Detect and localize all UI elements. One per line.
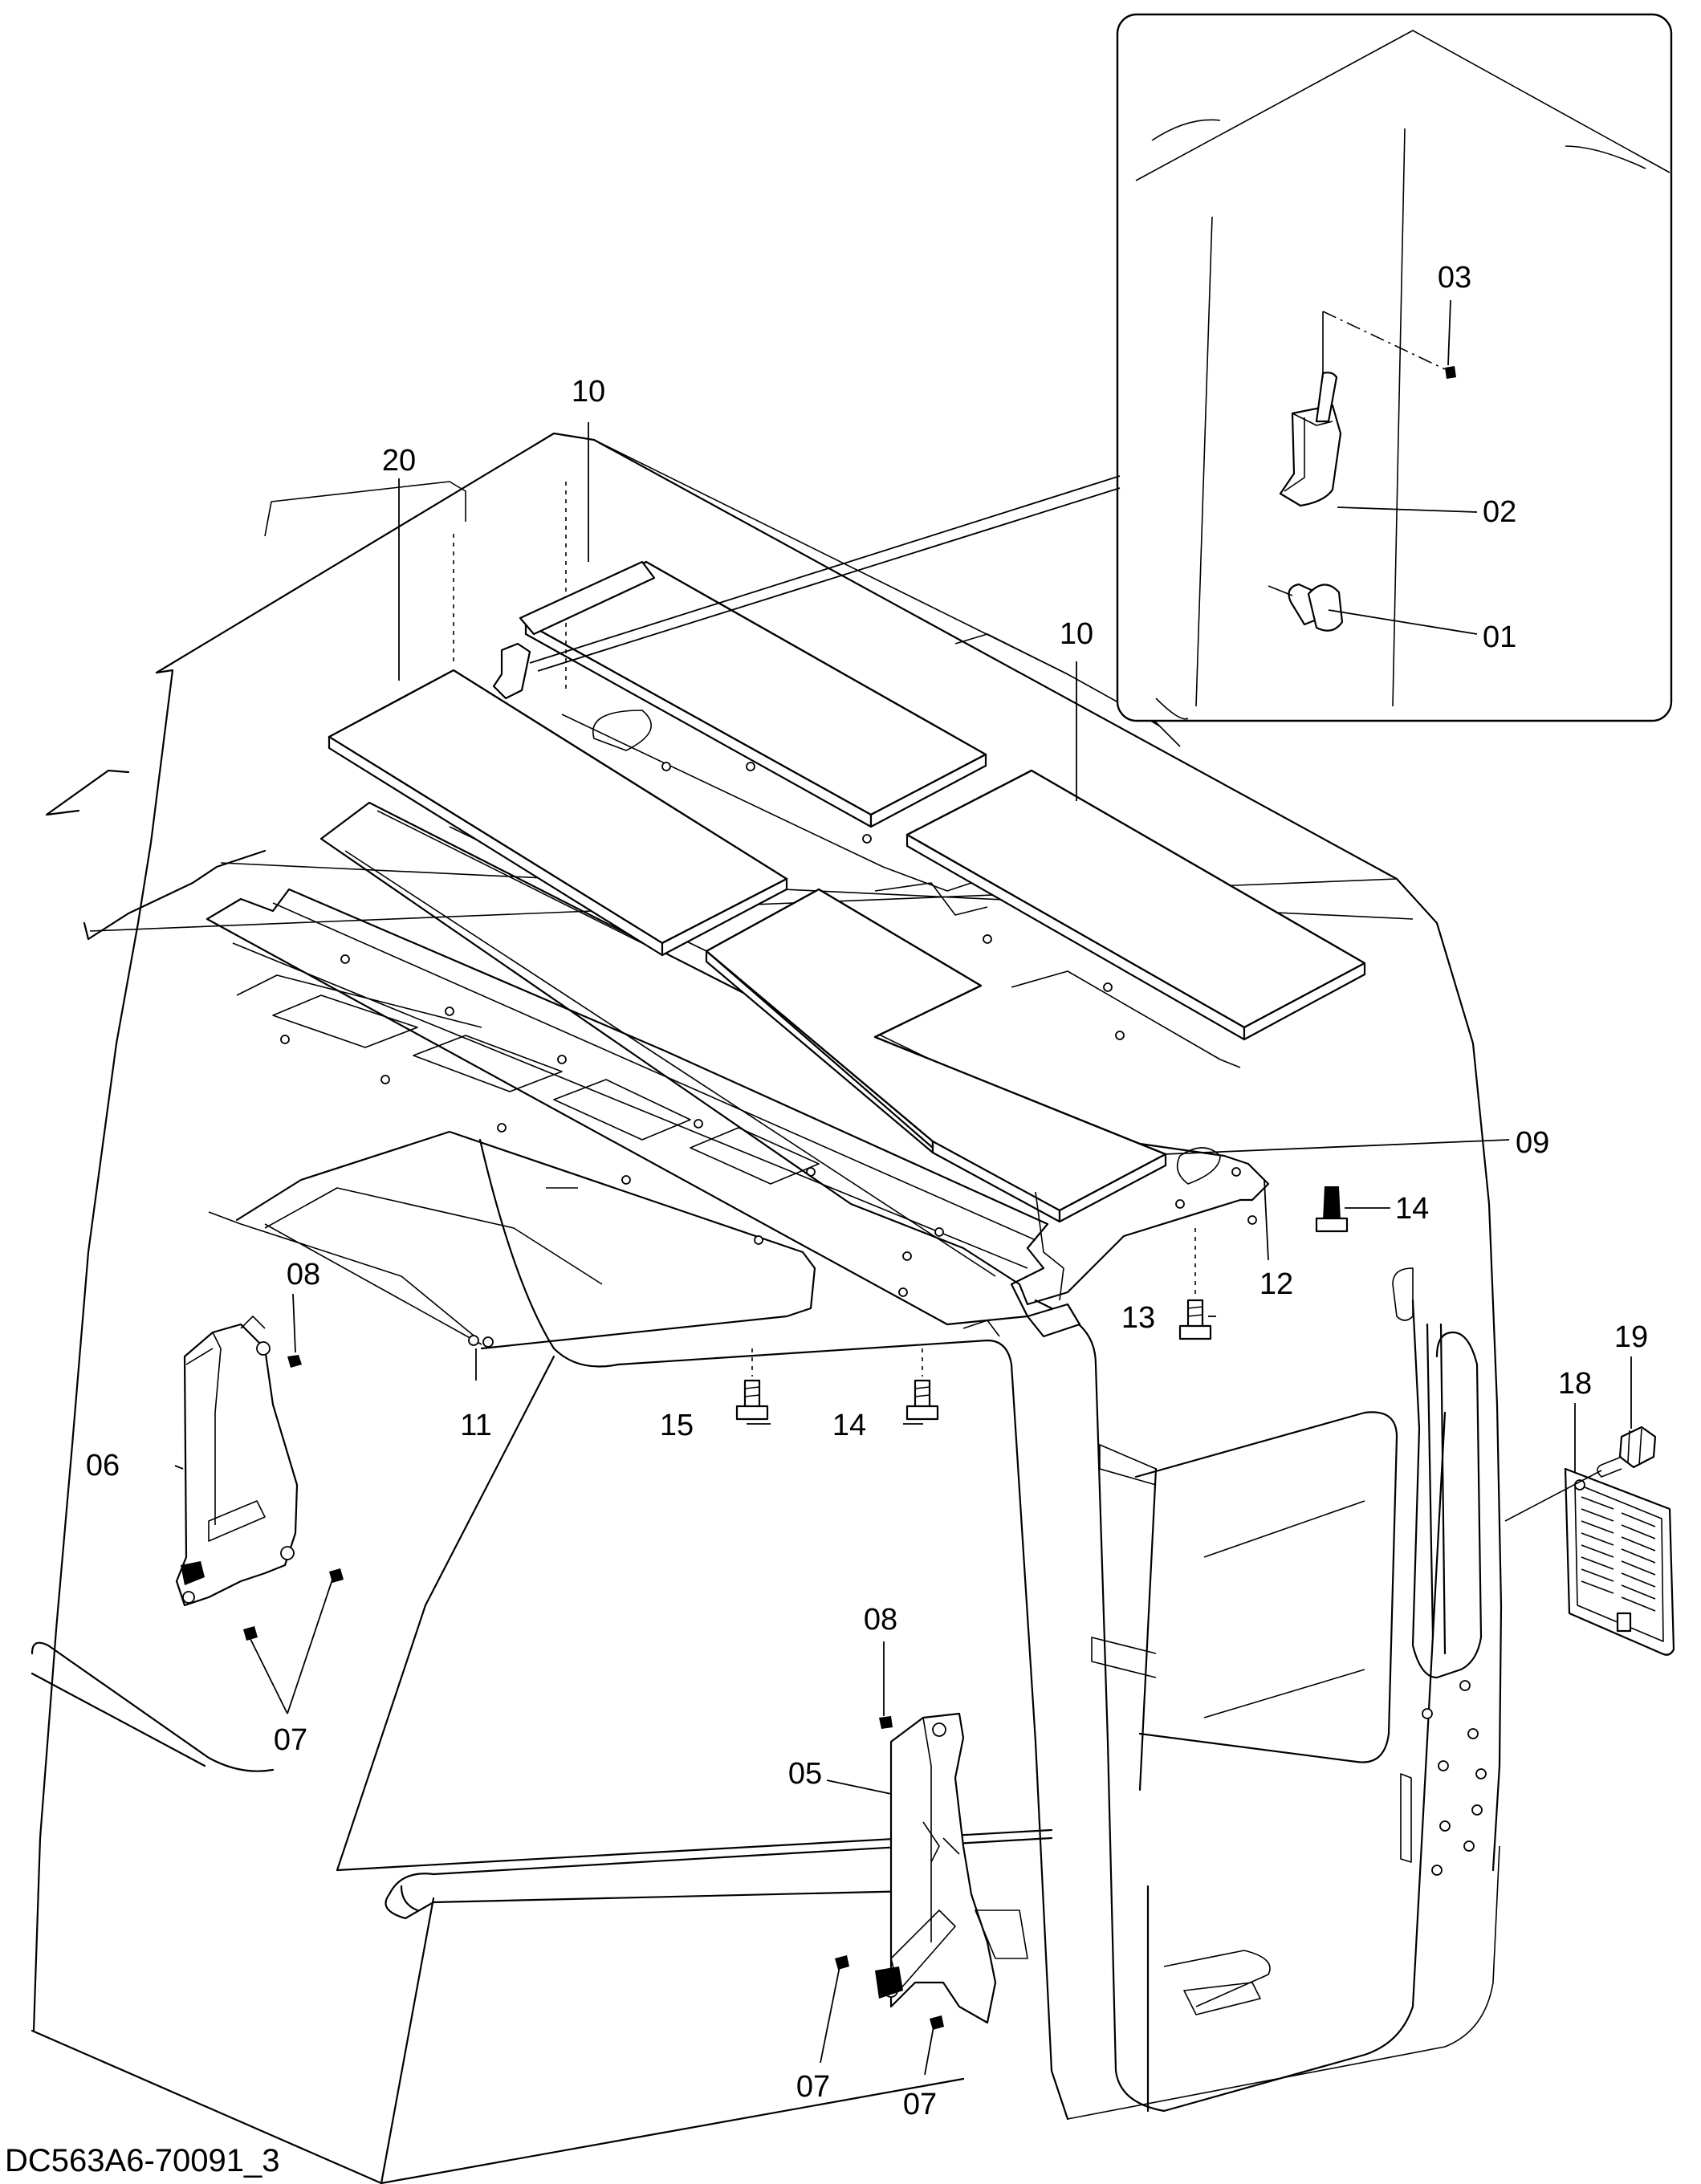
- insulation-pad-10-right: [905, 769, 1366, 1041]
- vent-grille-18: [1564, 1467, 1675, 1656]
- label-03: 03: [1438, 261, 1471, 295]
- label-07-left: 07: [274, 1723, 307, 1757]
- label-12: 12: [1259, 1267, 1293, 1301]
- label-18: 18: [1558, 1367, 1592, 1401]
- label-10-right: 10: [1060, 617, 1093, 651]
- screw-07-bottom-a: [835, 1955, 849, 1970]
- label-07-bottom-right: 07: [903, 2088, 937, 2121]
- label-05: 05: [788, 1757, 822, 1791]
- screw-07-left-b: [243, 1626, 258, 1641]
- headliner-frame: [206, 888, 1049, 1350]
- label-19: 19: [1614, 1320, 1648, 1354]
- label-01: 01: [1483, 620, 1516, 654]
- screw-07-bottom-b: [930, 2015, 944, 2030]
- label-11: 11: [460, 1409, 491, 1442]
- part-labels: 03 02 01 10 10 20 09 14 12 13 19 18 08 0…: [86, 261, 1648, 2121]
- insulation-pad-10-rear: [524, 560, 987, 828]
- label-08-right: 08: [864, 1603, 897, 1637]
- insulation-pad-20: [328, 669, 788, 957]
- label-14-lower: 14: [832, 1409, 866, 1442]
- latch-mechanism: [453, 482, 656, 700]
- side-trim-06: [175, 1316, 299, 1607]
- bolt-13: [1178, 1228, 1212, 1340]
- label-09: 09: [1516, 1126, 1549, 1160]
- label-07-bottom-left: 07: [796, 2070, 830, 2104]
- label-10-top: 10: [572, 375, 605, 409]
- drawing-id: DC563A6-70091_3: [5, 2143, 279, 2178]
- leader-lines: [174, 299, 1632, 2076]
- side-trim-05: [875, 1712, 1028, 2024]
- label-15: 15: [660, 1409, 694, 1442]
- bolt-14-lower: [905, 1348, 939, 1421]
- label-02: 02: [1483, 495, 1516, 529]
- mount-bracket: [962, 1191, 1081, 1338]
- label-13: 13: [1121, 1301, 1155, 1335]
- label-20: 20: [382, 444, 416, 478]
- screw-08-right: [879, 1716, 893, 1729]
- label-08-left: 08: [287, 1258, 320, 1291]
- label-06: 06: [86, 1449, 120, 1482]
- screw-08-left: [287, 1355, 302, 1368]
- detail-inset: [529, 13, 1673, 722]
- bolt-15: [735, 1348, 769, 1421]
- label-14-upper: 14: [1395, 1192, 1429, 1226]
- knob-nut-19: [1504, 1425, 1657, 1522]
- bolt-14-upper: [1315, 1186, 1349, 1233]
- insulation-pad-09: [705, 888, 1167, 1223]
